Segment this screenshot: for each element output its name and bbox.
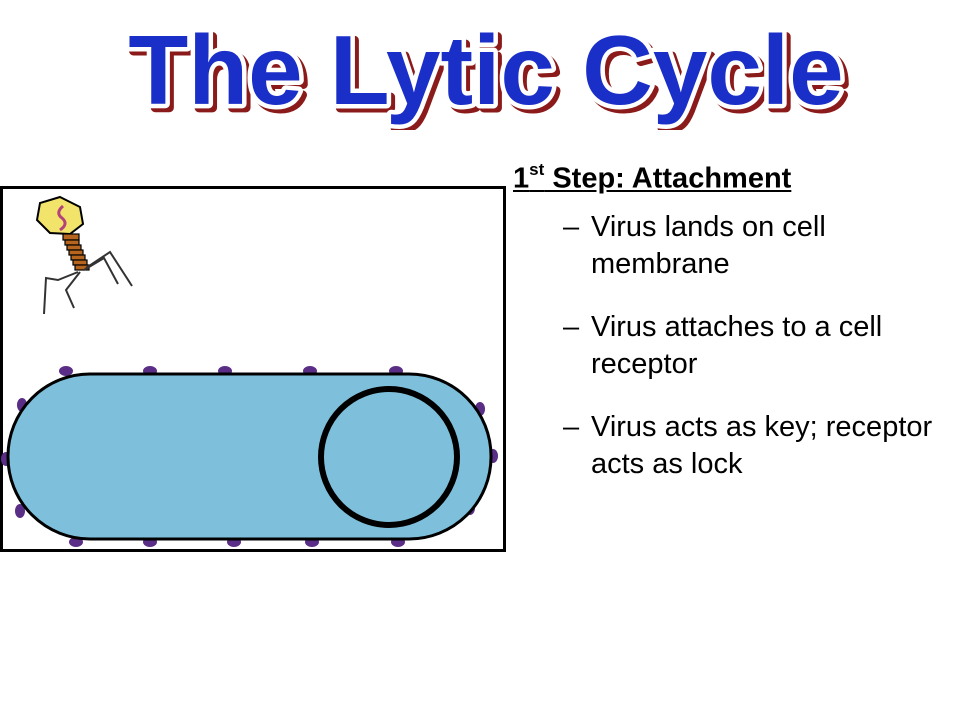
- slide-title-outline: The Lytic Cycle: [128, 15, 843, 125]
- bullet-item: – Virus attaches to a cell receptor: [513, 309, 953, 383]
- step-ordinal-suffix: st: [529, 160, 545, 179]
- bacterial-cell: [6, 372, 493, 541]
- bacteriophage-virus: [35, 195, 133, 315]
- cell-nucleoid-ring: [318, 386, 460, 528]
- bullet-marker: –: [563, 210, 580, 243]
- step-label: Step: Attachment: [544, 162, 792, 195]
- slide-title-shadow: The Lytic Cycle: [132, 19, 847, 129]
- step-content: 1st Step: Attachment – Virus lands on ce…: [513, 150, 953, 509]
- slide-title: The Lytic Cycle The Lytic Cycle The Lyti…: [124, 11, 852, 131]
- virus-tail-fibers: [43, 250, 133, 315]
- bullet-marker: –: [563, 410, 580, 443]
- bullet-marker: –: [563, 310, 580, 343]
- bullet-text: Virus attaches to a cell receptor: [591, 310, 883, 380]
- slide-title-text: The Lytic Cycle: [128, 15, 843, 125]
- virus-dna: [57, 204, 67, 232]
- bullet-item: – Virus acts as key; receptor acts as lo…: [513, 409, 953, 483]
- bullet-item: – Virus lands on cell membrane: [513, 209, 953, 283]
- step-bullet-list: – Virus lands on cell membrane – Virus a…: [513, 209, 953, 483]
- bullet-text: Virus lands on cell membrane: [591, 210, 826, 280]
- step-number: 1: [513, 162, 530, 195]
- step-heading: 1st Step: Attachment: [513, 150, 953, 201]
- bullet-text: Virus acts as key; receptor acts as lock: [591, 410, 933, 480]
- bacteriophage-attachment-illustration: [0, 186, 506, 552]
- virus-tail-collar: [62, 233, 90, 271]
